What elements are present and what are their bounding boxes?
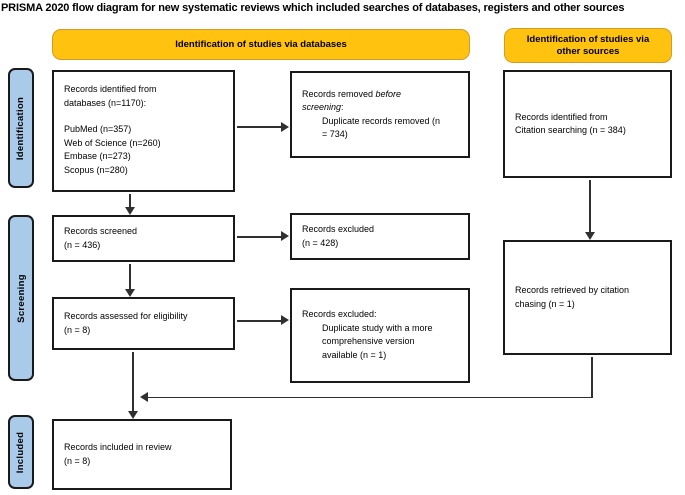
records-removed-detail: Duplicate records removed (n = 734) xyxy=(322,115,441,140)
arrow-screened-to-excluded-line xyxy=(237,236,282,238)
arrow-identified-to-screened-line xyxy=(129,194,131,208)
records-removed-prefix: Records removed xyxy=(302,88,376,99)
records-removed-colon: : xyxy=(341,102,344,112)
records-removed-italic-before: before xyxy=(375,88,402,99)
box-citation-identified: Records identified from Citation searchi… xyxy=(503,70,672,178)
arrow-citation-retrieved-merge-vertical xyxy=(591,357,593,398)
records-removed-italic-screening: screening xyxy=(302,102,342,112)
records-removed-line2: screening: xyxy=(302,101,460,115)
box-records-included: Records included in review (n = 8) xyxy=(52,419,232,490)
box-records-screened: Records screened (n = 436) xyxy=(52,215,235,262)
records-removed-line1: Records removed before xyxy=(302,88,460,102)
arrow-citation-retrieved-merge-head xyxy=(140,392,148,402)
stage-identification-text: Identification xyxy=(15,96,27,160)
records-excluded-eligibility-detail: Duplicate study with a more comprehensiv… xyxy=(322,322,433,360)
stage-label-screening: Screening xyxy=(8,215,34,381)
records-identified-intro: Records identified from databases (n=117… xyxy=(64,84,157,108)
arrow-identified-to-removed-line xyxy=(237,126,282,128)
arrow-assessed-to-excluded-line xyxy=(237,320,282,322)
box-records-excluded-eligibility: Records excluded: Duplicate study with a… xyxy=(290,288,470,383)
records-assessed-text: Records assessed for eligibility (n = 8) xyxy=(64,311,188,335)
citation-identified-text: Records identified from Citation searchi… xyxy=(515,111,626,136)
stage-label-identification: Identification xyxy=(8,68,34,188)
arrow-identified-to-screened-head xyxy=(125,207,135,215)
arrow-citation-identified-to-retrieved-line xyxy=(589,180,591,232)
box-records-excluded: Records excluded (n = 428) xyxy=(290,213,470,260)
header-identification-via-other-sources: Identification of studies via other sour… xyxy=(504,28,672,63)
records-excluded-eligibility-heading: Records excluded: xyxy=(302,309,377,319)
arrow-assessed-to-included-line xyxy=(132,352,134,411)
stage-included-text: Included xyxy=(15,431,27,473)
stage-label-included: Included xyxy=(8,415,34,489)
arrow-assessed-to-excluded-head xyxy=(281,315,289,325)
header-identification-via-databases: Identification of studies via databases xyxy=(52,29,470,60)
arrow-screened-to-excluded-head xyxy=(281,231,289,241)
arrow-assessed-to-included-head xyxy=(128,411,138,419)
records-screened-text: Records screened (n = 436) xyxy=(64,226,138,250)
box-citation-retrieved: Records retrieved by citation chasing (n… xyxy=(503,240,672,355)
arrow-identified-to-removed-head xyxy=(281,122,289,132)
arrow-citation-identified-to-retrieved-head xyxy=(585,232,595,240)
spacer xyxy=(64,110,225,123)
records-excluded-text: Records excluded (n = 428) xyxy=(302,224,375,248)
source-web-of-science: Web of Science (n=260) xyxy=(64,137,161,148)
records-included-text: Records included in review (n = 8) xyxy=(64,442,172,466)
citation-retrieved-text: Records retrieved by citation chasing (n… xyxy=(515,285,630,309)
box-records-removed-before-screening: Records removed before screening: Duplic… xyxy=(290,71,470,158)
source-pubmed: PubMed (n=357) xyxy=(64,124,132,134)
header-databases-label: Identification of studies via databases xyxy=(175,38,347,50)
source-scopus: Scopus (n=280) xyxy=(64,164,128,175)
box-records-identified-databases: Records identified from databases (n=117… xyxy=(52,70,235,192)
arrow-screened-to-assessed-head xyxy=(125,289,135,297)
page-title: PRISMA 2020 flow diagram for new systema… xyxy=(1,2,625,14)
box-records-assessed: Records assessed for eligibility (n = 8) xyxy=(52,297,235,350)
header-other-sources-label: Identification of studies via other sour… xyxy=(526,33,650,57)
arrow-screened-to-assessed-line xyxy=(129,264,131,289)
source-embase: Embase (n=273) xyxy=(64,151,131,161)
arrow-citation-retrieved-merge-horizontal xyxy=(148,396,592,398)
stage-screening-text: Screening xyxy=(15,273,27,323)
